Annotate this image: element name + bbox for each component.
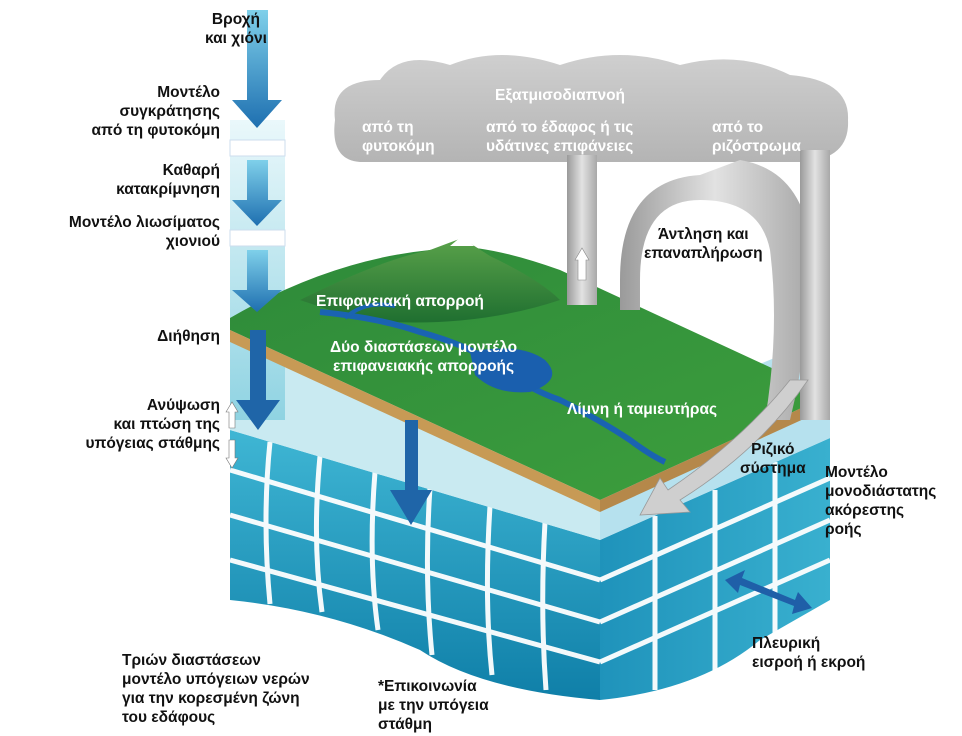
label-line: Άντληση και — [658, 226, 749, 243]
unsaturated-model-label: Μοντέλο μονοδιάστατης ακόρεστης ροής — [825, 463, 936, 539]
label-line: Πλευρική — [752, 635, 821, 652]
label-line: Επιφανειακή απορροή — [316, 293, 484, 310]
canopy-model-label: Μοντέλο συγκράτησης από τη φυτοκόμη — [92, 83, 220, 140]
net-precipitation-label: Καθαρή κατακρίμνηση — [116, 161, 220, 199]
label-line: Βροχή — [211, 11, 260, 28]
label-line: υδάτινες επιφάνειες — [486, 138, 634, 155]
infiltration-label: Διήθηση — [157, 327, 220, 346]
label-line: Δύο διαστάσεων μοντέλο — [330, 339, 518, 356]
label-line: φυτοκόμη — [362, 138, 435, 155]
label-line: συγκράτησης — [119, 103, 220, 120]
label-line: και χιόνι — [205, 30, 267, 47]
label-line: μοντέλο υπόγειων νερών — [122, 671, 310, 688]
label-line: από το — [712, 119, 764, 136]
overland-flow-label: Επιφανειακή απορροή — [316, 292, 484, 311]
label-line: και πτώση της — [113, 416, 220, 433]
label-line: Τριών διαστάσεων — [122, 652, 261, 669]
from-soil-label: από το έδαφος ή τις υδάτινες επιφάνειες — [486, 118, 633, 156]
label-line: Διήθηση — [157, 328, 220, 345]
label-line: επιφανειακής απορροής — [333, 358, 515, 375]
label-line: για την κορεσμένη ζώνη — [122, 690, 300, 707]
label-line: επαναπλήρωση — [644, 245, 763, 262]
label-line: εισροή ή εκροή — [752, 654, 866, 671]
from-canopy-label: από τη φυτοκόμη — [362, 118, 435, 156]
evapotranspiration-cloud — [334, 55, 849, 305]
label-line: υπόγειας στάθμης — [85, 435, 220, 452]
water-table-label: Ανύψωση και πτώση της υπόγειας στάθμης — [85, 396, 220, 453]
label-line: του εδάφους — [122, 709, 216, 726]
label-line: στάθμη — [378, 716, 432, 733]
label-line: Εξατμισοδιαπνοή — [495, 87, 626, 104]
from-root-zone-label: από το ριζόστρωμα — [712, 118, 801, 156]
root-zone-arrow — [639, 150, 830, 516]
label-line: *Επικοινωνία — [378, 678, 477, 695]
label-line: κατακρίμνηση — [116, 181, 220, 198]
pumping-label: Άντληση και επαναπλήρωση — [644, 225, 763, 263]
pumping-arrow — [620, 160, 811, 420]
rain-snow-label: Βροχή και χιόνι — [205, 10, 267, 48]
communication-label: *Επικοινωνία με την υπόγεια στάθμη — [378, 677, 489, 734]
precip-arrows — [232, 10, 432, 525]
overland-model-label: Δύο διαστάσεων μοντέλο επιφανειακής απορ… — [330, 338, 517, 376]
label-line: Μοντέλο — [825, 464, 888, 481]
lake-label: Λίμνη ή ταμιευτήρας — [567, 400, 717, 419]
root-system-label: Ριζικό σύστημα — [740, 440, 806, 478]
label-line: σύστημα — [740, 460, 806, 477]
label-line: Ανύψωση — [146, 397, 220, 414]
label-line: με την υπόγεια — [378, 697, 489, 714]
label-line: μονοδιάστατης — [825, 483, 937, 500]
label-line: Ριζικό — [751, 441, 795, 458]
groundwater-model-label: Τριών διαστάσεων μοντέλο υπόγειων νερών … — [122, 651, 310, 727]
label-line: από τη φυτοκόμη — [91, 122, 220, 139]
water-table-arrows — [225, 401, 239, 469]
lateral-flow-label: Πλευρική εισροή ή εκροή — [752, 634, 865, 672]
label-line: από τη — [362, 119, 414, 136]
lateral-flow-arrow — [725, 570, 812, 614]
groundwater-block — [229, 430, 832, 700]
label-line: ακόρεστης — [825, 502, 905, 519]
evapotranspiration-label: Εξατμισοδιαπνοή — [495, 86, 625, 105]
label-line: Μοντέλο — [157, 84, 220, 101]
label-line: χιονιού — [165, 233, 220, 250]
label-line: Καθαρή — [162, 162, 220, 179]
label-line: Μοντέλο λιωσίματος — [68, 214, 220, 231]
snowmelt-model-label: Μοντέλο λιωσίματος χιονιού — [69, 213, 220, 251]
label-line: ροής — [825, 521, 862, 538]
label-line: Λίμνη ή ταμιευτήρας — [567, 401, 718, 418]
label-line: από το έδαφος ή τις — [486, 119, 634, 136]
label-line: ριζόστρωμα — [712, 138, 801, 155]
